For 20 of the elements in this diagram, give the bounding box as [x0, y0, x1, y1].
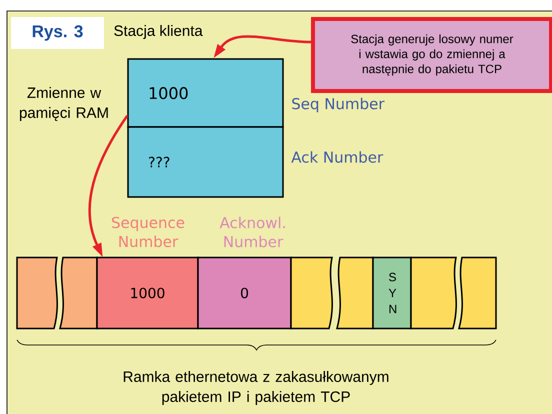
memory-cell: 1000	[127, 58, 284, 128]
packet-field: S Y N	[372, 256, 412, 330]
field-label: Sequence Number	[112, 216, 184, 248]
packet-segment	[336, 256, 374, 330]
packet-segment	[290, 256, 333, 330]
packet-field: 0	[197, 256, 292, 330]
packet-field: 1000	[96, 256, 199, 330]
packet-segment	[16, 256, 58, 330]
packet-segment	[458, 256, 497, 330]
field-label: Ack Number	[291, 151, 384, 163]
memory-cell: ???	[127, 126, 284, 198]
field-label: Acknowl. Number	[220, 216, 285, 248]
heading: Stacja klienta	[114, 25, 203, 39]
packet-segment	[59, 256, 98, 330]
packet-segment	[410, 256, 457, 330]
figure-number: Rys. 3	[11, 17, 104, 49]
callout-box: Stacja generuje losowy numer i wstawia go do zmiennej a następnie do pakietu TCP	[311, 17, 552, 93]
caption-text: Ramka ethernetowa z zakasułkowanym pakietem IP i pakietem TCP	[124, 371, 388, 405]
side-label: Zmienne w pamięci RAM	[20, 87, 108, 121]
field-label: Seq Number	[292, 98, 384, 112]
